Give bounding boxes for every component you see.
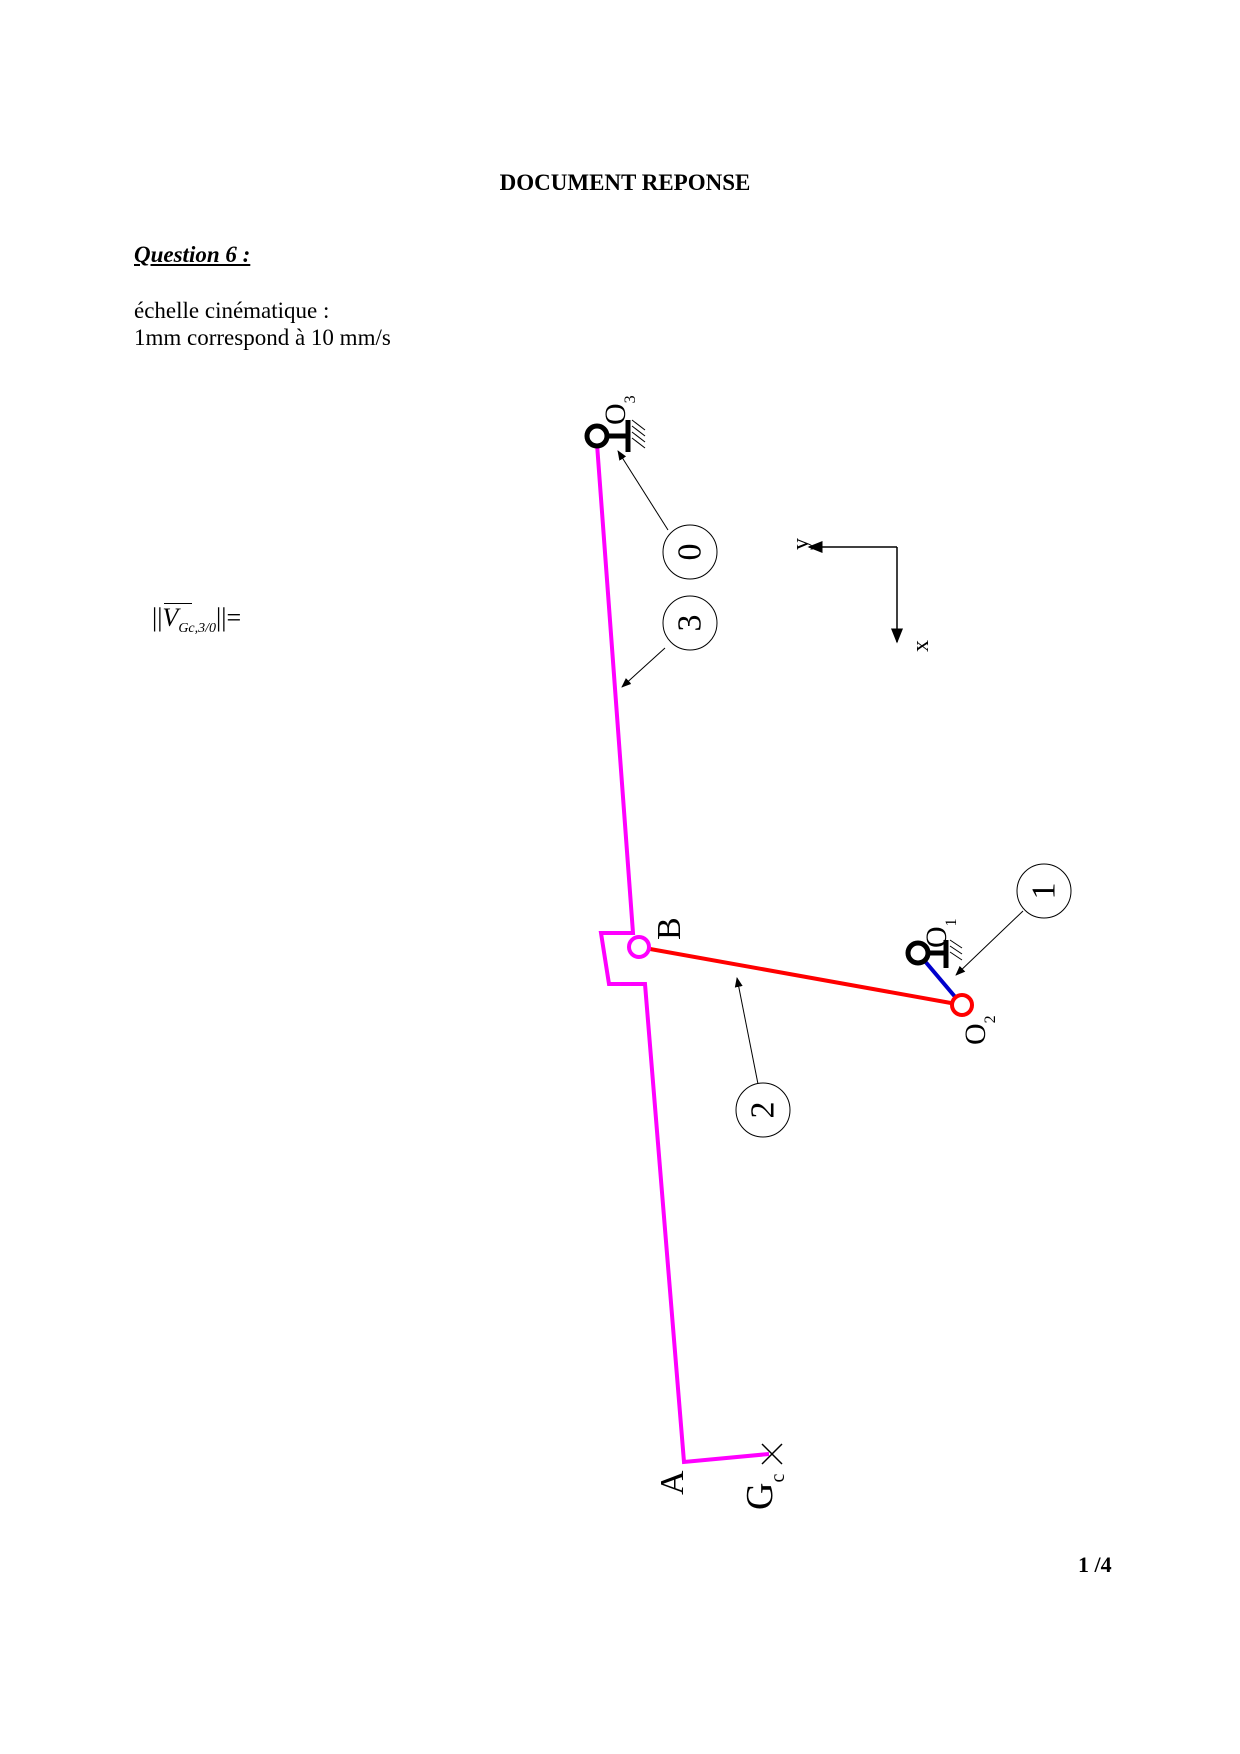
leader-1 (955, 910, 1024, 976)
kinematic-scale-value: 1mm correspond à 10 mm/s (134, 325, 391, 350)
joint-O2 (950, 993, 974, 1017)
svg-text:0: 0 (672, 544, 709, 561)
svg-text:1: 1 (1026, 883, 1063, 900)
page-number: 1 /4 (1078, 1552, 1112, 1577)
label-A: A (654, 1470, 691, 1495)
label-O3: O3 (599, 395, 639, 425)
label-O1: O1 (920, 918, 960, 948)
balloon-part-1: 1 (1016, 863, 1072, 919)
leader-0 (617, 450, 669, 531)
velocity-subscript: Gc,3/0 (178, 621, 217, 637)
balloon-part-2: 2 (735, 1082, 791, 1138)
norm-close: ||= (216, 603, 242, 632)
axis-y-label: y (788, 538, 814, 550)
norm-open: || (152, 603, 163, 632)
point-Gc-cross (761, 1443, 783, 1465)
ground-O1-hatch (949, 939, 963, 961)
ground-O3-hatch (631, 419, 646, 449)
balloon-part-3: 3 (662, 595, 718, 651)
label-O2: O2 (959, 1015, 999, 1045)
document-title: DOCUMENT REPONSE (499, 170, 751, 195)
part-2-link (638, 945, 963, 1007)
joint-B (627, 935, 651, 959)
svg-text:3: 3 (672, 615, 709, 632)
kinematic-scale-label: échelle cinématique : (134, 298, 330, 323)
pivot-O3 (584, 423, 610, 449)
label-B: B (651, 917, 688, 940)
balloon-part-0: 0 (662, 524, 718, 580)
leader-3 (621, 647, 666, 688)
part-3-link (595, 443, 770, 1465)
leader-2 (734, 977, 759, 1085)
svg-text:2: 2 (745, 1102, 782, 1119)
question-heading: Question 6 : (134, 242, 251, 267)
axis-x-label: x (908, 640, 934, 652)
velocity-norm-label: ||VGc,3/0||= (152, 603, 241, 637)
label-Gc: Gc (739, 1474, 789, 1510)
velocity-vector: V (162, 603, 193, 632)
